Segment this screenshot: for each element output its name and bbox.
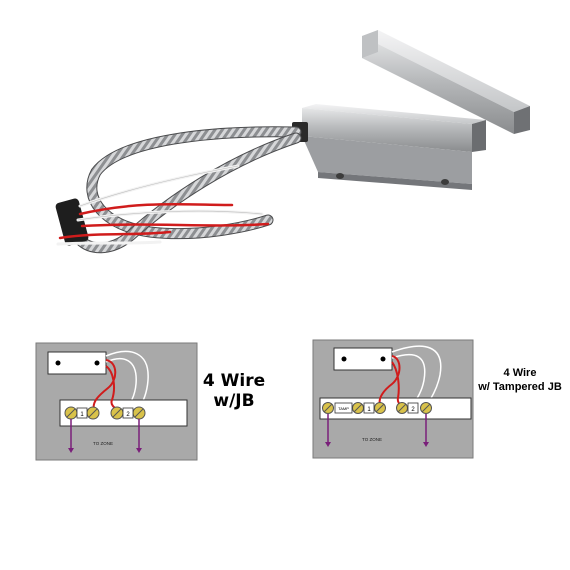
- terminal-screws: [322, 402, 432, 414]
- terminal-label: 2: [126, 412, 130, 418]
- sensor-block: [47, 351, 107, 375]
- terminal-strip: [59, 399, 188, 427]
- terminal-label: 2: [411, 407, 415, 413]
- diagram-title-line: 4 Wire: [503, 367, 537, 379]
- terminal-label: 1: [367, 407, 371, 413]
- magnet-housing: [362, 30, 530, 134]
- diagram-title-right: 4 Wire w/ Tampered JB: [470, 366, 570, 395]
- diagram-title-left: 4 Wire w/JB: [196, 371, 272, 411]
- cable-connector: [55, 198, 89, 246]
- terminal-strip: [319, 397, 472, 420]
- diagram-title-line: 4 Wire: [202, 371, 266, 391]
- terminal-label: TAMP: [338, 406, 349, 411]
- product-photo: [55, 30, 530, 254]
- armored-cable: [74, 126, 302, 254]
- diagram-title-line: w/JB: [213, 390, 255, 411]
- lead-wires: [56, 164, 270, 246]
- diagram-panel: [312, 339, 474, 459]
- sensor-block: [333, 347, 393, 371]
- mounting-hole: [336, 173, 344, 179]
- switch-housing: [292, 104, 486, 190]
- zone-label: TO ZONE: [362, 437, 382, 442]
- terminal-screws: [64, 406, 146, 420]
- diagram-panel: [35, 342, 198, 461]
- mounting-hole: [441, 179, 449, 185]
- diagram-title-line: w/ Tampered JB: [478, 381, 562, 394]
- zone-label: TO ZONE: [93, 441, 113, 446]
- terminal-label: 1: [80, 412, 84, 418]
